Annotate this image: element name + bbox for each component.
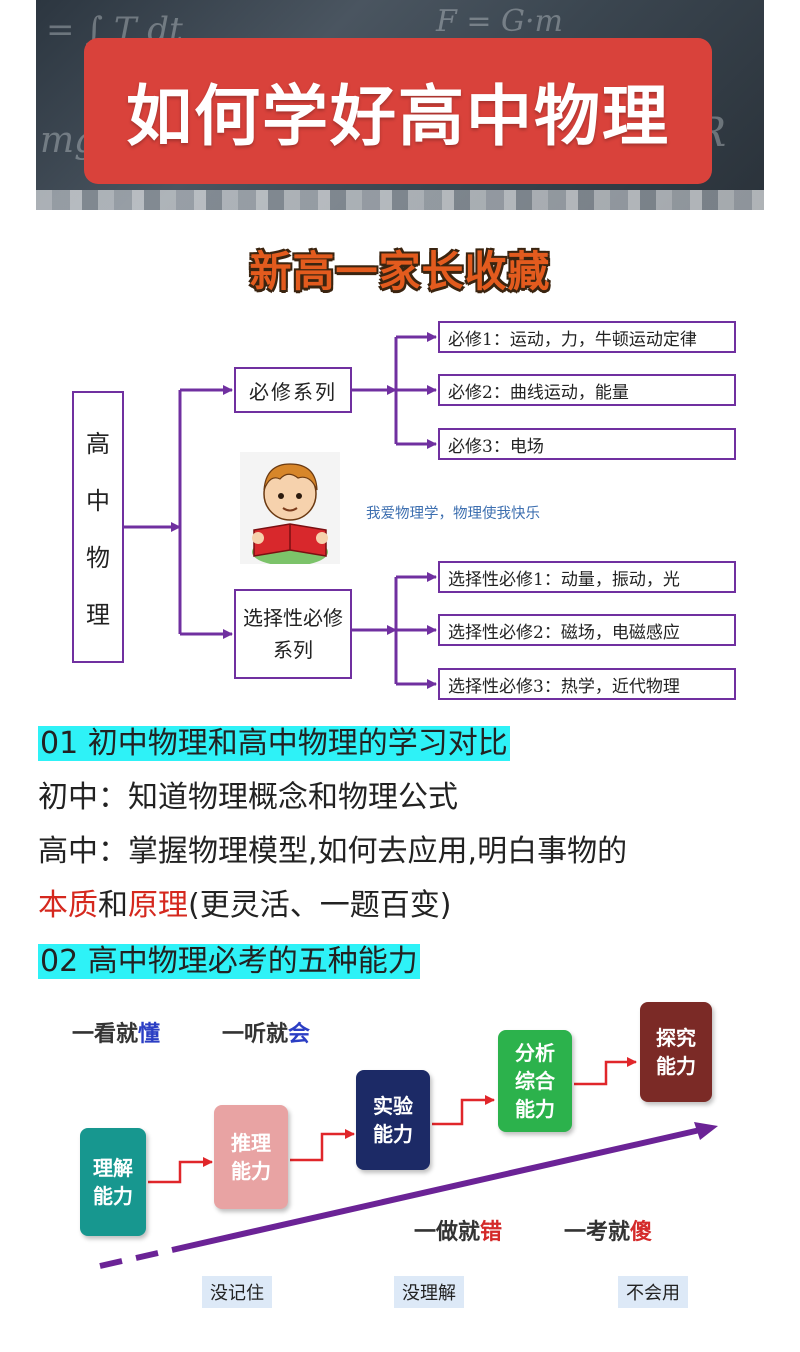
- step-label: 实验: [373, 1094, 413, 1118]
- section-1-heading-text: 01 初中物理和高中物理的学习对比: [38, 726, 510, 761]
- phrase-wrong: 一做就错: [414, 1214, 502, 1246]
- phrase-text: 一看就: [72, 1021, 139, 1047]
- illustration-caption: 我爱物理学，物理使我快乐: [366, 506, 540, 522]
- staircase-arrows: [99, 1057, 718, 1269]
- ability-experiment: 实验 能力: [356, 1070, 430, 1170]
- phrase-key: 懂: [138, 1021, 161, 1047]
- senior-line-cont: 本质和原理(更灵活、一题百变): [38, 886, 451, 926]
- step-label: 能力: [93, 1184, 133, 1208]
- ability-inquiry: 探究 能力: [640, 1002, 712, 1102]
- ability-analysis: 分析 综合 能力: [498, 1030, 572, 1132]
- tag-not-remembered: 没记住: [202, 1276, 272, 1308]
- phrase-text: 一考就: [564, 1219, 631, 1245]
- step-label: 能力: [656, 1054, 696, 1078]
- step-label: 综合: [515, 1069, 555, 1093]
- title-box: 如何学好高中物理: [84, 38, 712, 184]
- tag-not-understood: 没理解: [394, 1276, 464, 1308]
- root-node: 高 中 物 理: [72, 391, 124, 663]
- section-1-heading: 01 初中物理和高中物理的学习对比: [38, 724, 510, 764]
- root-char: 物: [86, 544, 110, 572]
- step-label: 探究: [656, 1026, 696, 1050]
- section-2-heading: 02 高中物理必考的五种能力: [38, 942, 420, 982]
- phrase-understand: 一看就懂: [72, 1016, 160, 1048]
- junior-line: 初中：知道物理概念和物理公式: [38, 780, 458, 815]
- elective-leaf-1: 选择性必修1：动量，振动，光: [438, 561, 736, 593]
- mosaic-strip: [36, 190, 764, 210]
- phrase-text: 一做就: [414, 1219, 481, 1245]
- tag-cannot-apply: 不会用: [618, 1276, 688, 1308]
- progress-arrow: [99, 1122, 718, 1269]
- required-node: 必修系列: [234, 367, 352, 413]
- phrase-learn: 一听就会: [222, 1016, 310, 1048]
- step-label: 推理: [231, 1131, 271, 1155]
- phrase-text: 一听就: [222, 1021, 289, 1047]
- elective-node: 选择性必修系列: [234, 589, 352, 679]
- phrase-dumb: 一考就傻: [564, 1214, 652, 1246]
- header-banner: = ∫ T dt F = G·m mg R 如何学好高中物理: [36, 0, 764, 210]
- required-leaf-3: 必修3：电场: [438, 428, 736, 460]
- elective-leaf-3: 选择性必修3：热学，近代物理: [438, 668, 736, 700]
- step-label: 能力: [373, 1122, 413, 1146]
- root-char: 中: [86, 487, 110, 515]
- main-title: 如何学好高中物理: [126, 78, 670, 155]
- subtitle: 新高一家长收藏: [249, 247, 551, 296]
- keyword-essence: 本质: [38, 888, 98, 923]
- tree-connectors: [124, 332, 437, 689]
- step-label: 理解: [93, 1156, 133, 1180]
- connector-word: 和: [98, 888, 128, 923]
- required-leaf-2: 必修2：曲线运动，能量: [438, 374, 736, 406]
- senior-line: 高中：掌握物理模型,如何去应用,明白事物的: [38, 834, 628, 869]
- chalk-decoration: F = G·m: [436, 4, 563, 39]
- step-label: 分析: [515, 1041, 555, 1065]
- section-2-heading-text: 02 高中物理必考的五种能力: [38, 944, 420, 979]
- required-leaf-1: 必修1：运动，力，牛顿运动定律: [438, 321, 736, 353]
- elective-leaf-2: 选择性必修2：磁场，电磁感应: [438, 614, 736, 646]
- step-label: 能力: [231, 1159, 271, 1183]
- boy-reading-illustration: [240, 452, 340, 564]
- ability-understanding: 理解 能力: [80, 1128, 146, 1236]
- phrase-key: 错: [480, 1219, 503, 1245]
- phrase-key: 会: [288, 1021, 311, 1047]
- step-label: 能力: [515, 1097, 555, 1121]
- phrase-key: 傻: [630, 1219, 653, 1245]
- root-char: 理: [86, 601, 110, 629]
- senior-tail: (更灵活、一题百变): [188, 888, 452, 923]
- ability-reasoning: 推理 能力: [214, 1105, 288, 1209]
- root-char: 高: [86, 430, 110, 458]
- keyword-principle: 原理: [128, 888, 188, 923]
